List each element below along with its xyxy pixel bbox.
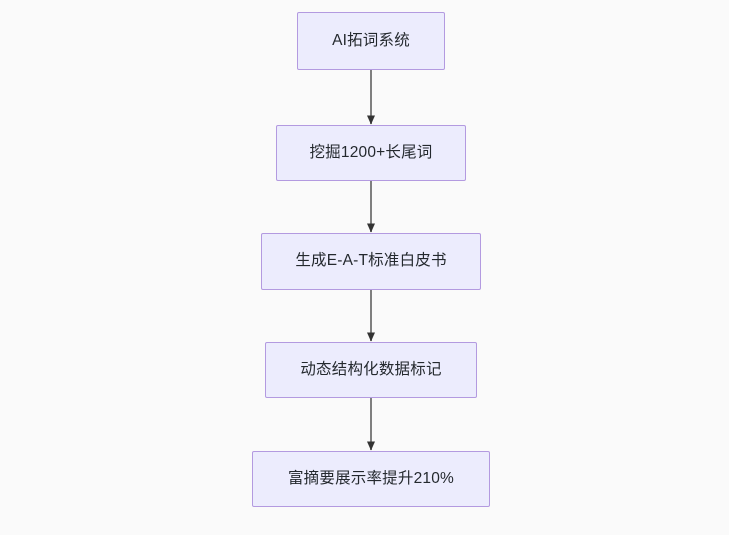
flowchart-node-rich-snippet-impression-uplift[interactable]: 富摘要展示率提升210% bbox=[252, 451, 490, 507]
node-label: 富摘要展示率提升210% bbox=[287, 469, 455, 487]
node-label: 生成E-A-T标准白皮书 bbox=[295, 252, 447, 270]
flowchart-node-dynamic-structured-data-markup[interactable]: 动态结构化数据标记 bbox=[265, 342, 477, 398]
node-label: AI拓词系统 bbox=[332, 31, 410, 49]
node-label: 挖掘1200+长尾词 bbox=[309, 143, 433, 161]
flowchart-node-ai-keyword-system[interactable]: AI拓词系统 bbox=[297, 12, 445, 70]
flowchart-node-mine-longtail-keywords[interactable]: 挖掘1200+长尾词 bbox=[276, 125, 466, 181]
flowchart-node-generate-eat-whitepaper[interactable]: 生成E-A-T标准白皮书 bbox=[261, 233, 481, 290]
node-label: 动态结构化数据标记 bbox=[300, 360, 442, 378]
